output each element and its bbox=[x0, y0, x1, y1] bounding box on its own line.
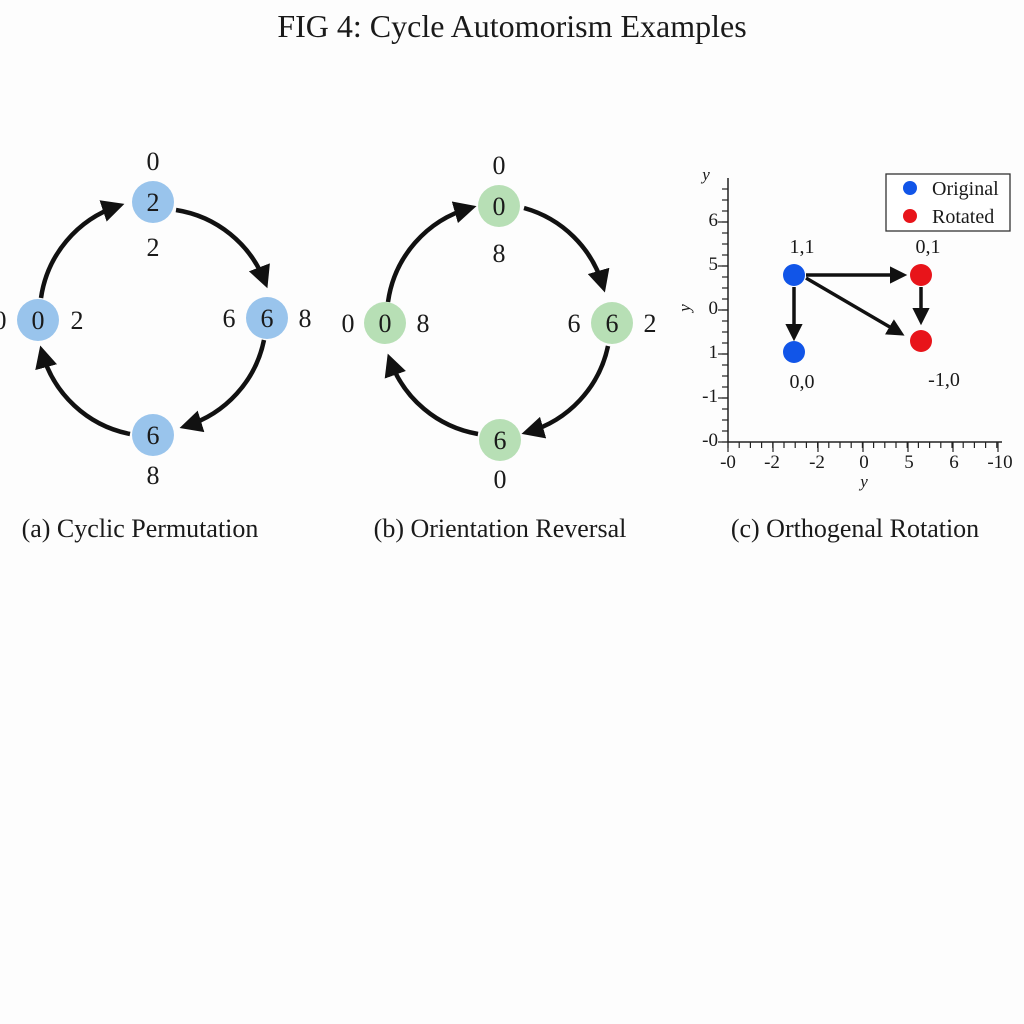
figure-title: FIG 4: Cycle Automorism Examples bbox=[277, 8, 747, 44]
cycle-node-bottom: 6 0 bbox=[479, 419, 521, 494]
arrow-right-to-bottom bbox=[521, 345, 611, 439]
svg-text:6: 6 bbox=[606, 309, 619, 338]
cycle-node-right: 6 8 6 bbox=[223, 297, 312, 339]
point-label: -1,0 bbox=[928, 369, 960, 391]
axis-ticks bbox=[718, 188, 999, 452]
rotation-arrows bbox=[785, 266, 930, 342]
svg-text:6: 6 bbox=[261, 304, 274, 333]
y-tick-label: -1 bbox=[702, 386, 718, 407]
node-inner-label: 8 bbox=[417, 309, 430, 338]
y-tick-label: 5 bbox=[709, 254, 719, 275]
node-inner-label: 2 bbox=[147, 233, 160, 262]
y-tick-label: -0 bbox=[702, 430, 718, 451]
cycle-arrows bbox=[384, 201, 611, 439]
legend-rotated-label: Rotated bbox=[932, 206, 994, 228]
node-outer-label: 8 bbox=[147, 461, 160, 490]
cycle-node-top: 0 0 8 bbox=[478, 151, 520, 268]
point-label: 0,1 bbox=[916, 236, 941, 258]
x-axis-label: y bbox=[858, 472, 868, 491]
svg-text:0: 0 bbox=[32, 306, 45, 335]
point-original-0-0: 0,0 bbox=[783, 341, 815, 393]
svg-text:6: 6 bbox=[494, 426, 507, 455]
svg-text:0: 0 bbox=[493, 192, 506, 221]
point-rotated-0-1: 0,1 bbox=[910, 236, 941, 286]
orientation-reversal-diagram: 0 0 8 6 2 6 6 0 0 0 8 bbox=[342, 151, 657, 494]
y-axis-label: y bbox=[675, 304, 694, 314]
y-tick-label: 1 bbox=[709, 342, 719, 363]
node-outer-label: 0 bbox=[494, 465, 507, 494]
x-tick-label: -0 bbox=[720, 452, 736, 473]
orthogonal-rotation-plot: 6 5 0 1 -1 -0 -0 -2 -2 0 5 6 -10 y y y O… bbox=[675, 165, 1013, 491]
svg-text:0: 0 bbox=[379, 309, 392, 338]
arrow-bottom-to-left bbox=[35, 345, 131, 437]
arrow-top-to-right bbox=[523, 205, 610, 293]
caption-cyclic-permutation: (a) Cyclic Permutation bbox=[21, 514, 259, 543]
x-tick-label: -10 bbox=[987, 452, 1012, 473]
svg-text:2: 2 bbox=[147, 188, 160, 217]
x-tick-label: 6 bbox=[949, 452, 959, 473]
point-original-1-1: 1,1 bbox=[783, 236, 815, 286]
point-label: 1,1 bbox=[790, 236, 815, 258]
x-tick-label: -2 bbox=[764, 452, 780, 473]
caption-orthogonal-rotation: (c) Orthogenal Rotation bbox=[730, 514, 980, 543]
arrow-left-to-top bbox=[385, 201, 477, 303]
arrow-bottom-to-left bbox=[384, 353, 479, 437]
arrow-top-to-right bbox=[175, 207, 270, 289]
legend-original-marker bbox=[903, 181, 917, 195]
x-tick-label: -2 bbox=[809, 452, 825, 473]
node-inner-label: 8 bbox=[493, 239, 506, 268]
node-outer-label: 2 bbox=[644, 309, 657, 338]
node-inner-label: 2 bbox=[71, 306, 84, 335]
cycle-node-left: 0 0 2 bbox=[0, 299, 84, 341]
cycle-node-bottom: 6 8 bbox=[132, 414, 174, 490]
x-tick-label: 0 bbox=[859, 452, 869, 473]
node-inner-label: 6 bbox=[223, 304, 236, 333]
arrow-left-to-top bbox=[38, 200, 125, 299]
node-inner-label: 6 bbox=[568, 309, 581, 338]
node-outer-label: 0 bbox=[493, 151, 506, 180]
cycle-node-right: 6 2 6 bbox=[568, 302, 657, 344]
svg-text:6: 6 bbox=[147, 421, 160, 450]
node-outer-label: 8 bbox=[299, 304, 312, 333]
cycle-node-top: 2 0 2 bbox=[132, 147, 174, 262]
x-tick-label: 5 bbox=[904, 452, 914, 473]
point-label: 0,0 bbox=[790, 371, 815, 393]
y-tick-labels: 6 5 0 1 -1 -0 bbox=[702, 210, 718, 451]
cycle-node-left: 0 0 8 bbox=[342, 302, 430, 344]
cyclic-permutation-diagram: 2 0 2 6 8 6 6 8 0 0 2 bbox=[0, 147, 312, 490]
legend-original-label: Original bbox=[932, 178, 999, 200]
legend: Original Rotated bbox=[885, 173, 1011, 232]
point-rotated-neg1-0: -1,0 bbox=[910, 330, 960, 391]
legend-rotated-marker bbox=[903, 209, 917, 223]
y-tick-label: 0 bbox=[709, 298, 719, 319]
data-points: 1,1 0,0 0,1 -1,0 bbox=[783, 236, 960, 393]
arrow-right-to-bottom bbox=[179, 339, 267, 433]
cycle-arrows bbox=[35, 200, 270, 437]
node-outer-label: 0 bbox=[342, 309, 355, 338]
arrow-diagonal bbox=[805, 276, 905, 336]
node-outer-label: 0 bbox=[0, 306, 7, 335]
y-axis-label-top: y bbox=[700, 165, 710, 184]
x-tick-labels: -0 -2 -2 0 5 6 -10 bbox=[720, 452, 1013, 473]
caption-orientation-reversal: (b) Orientation Reversal bbox=[373, 514, 627, 543]
node-outer-label: 0 bbox=[147, 147, 160, 176]
y-tick-label: 6 bbox=[709, 210, 719, 231]
